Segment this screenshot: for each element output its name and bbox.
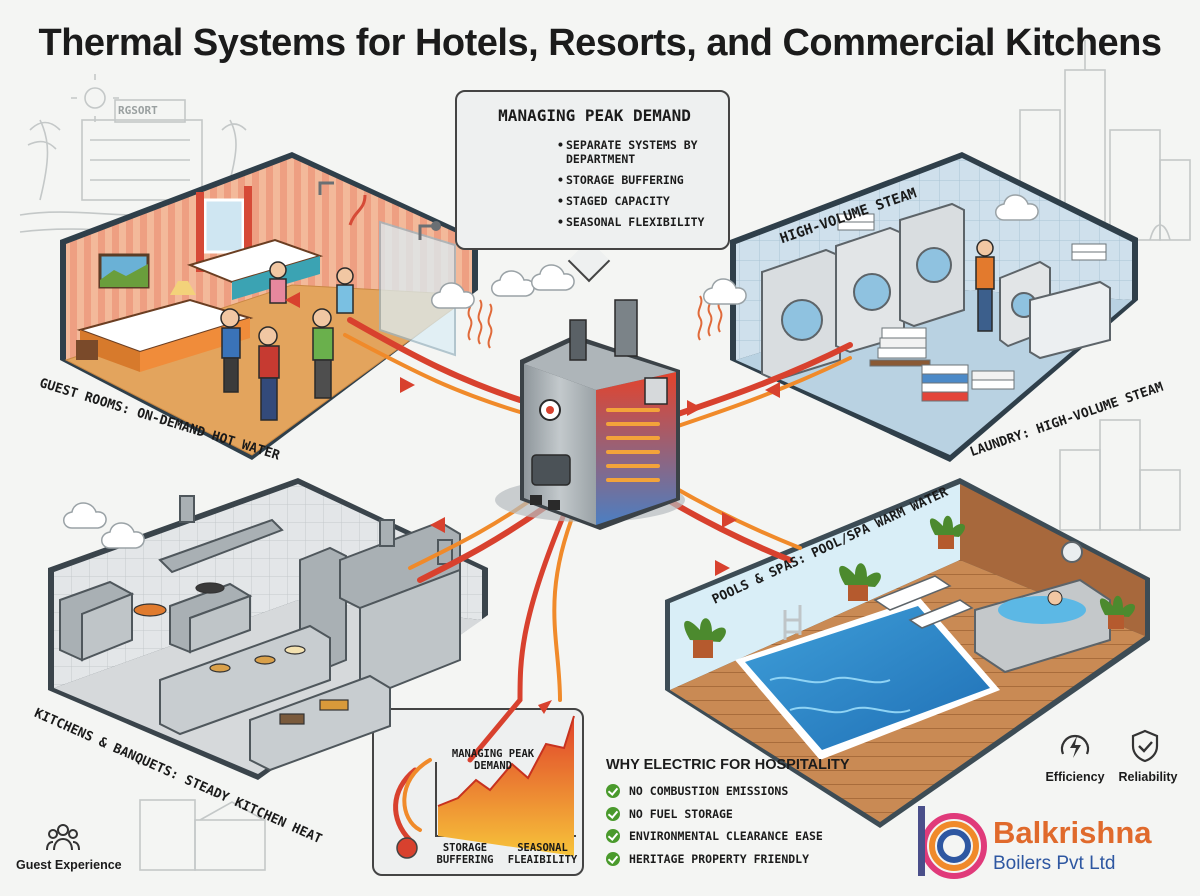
list-item: HERITAGE PROPERTY FRIENDLY [606,848,823,871]
list-item-text: ENVIRONMENTAL CLEARANCE EASE [629,829,823,844]
efficiency-label: Efficiency [1045,770,1105,784]
check-circle-icon [606,806,620,821]
brand-name: Balkrishna [993,815,1152,850]
peak-demand-title: MANAGING PEAK DEMAND [498,106,691,125]
inset-chart-label-right: SEASONAL FLEAIBILITY [507,842,578,866]
brand-subtitle: Boilers Pvt Ltd [993,853,1116,874]
lightning-gauge-icon [1060,734,1090,758]
list-item-text: HERITAGE PROPERTY FRIENDLY [629,851,810,866]
people-group-icon [46,824,80,851]
inset-chart-title: MANAGING PEAK DEMAND [451,748,535,772]
guest-experience-label: Guest Experience [16,858,122,872]
reliability-label: Reliability [1118,770,1178,784]
check-circle-icon [606,784,620,799]
peak-demand-callout: MANAGING PEAK DEMAND SEPARATE SYSTEMS BY… [455,90,730,250]
list-item: STAGED CAPACITY [557,194,727,208]
list-item: NO COMBUSTION EMISSIONS [606,780,823,803]
list-item: NO FUEL STORAGE [606,803,823,826]
list-item: SEASONAL FLEXIBILITY [557,215,727,229]
page-title: Thermal Systems for Hotels, Resorts, and… [38,22,1162,64]
inset-chart-label-left: STORAGE BUFFERING [436,842,494,866]
peak-demand-list: SEPARATE SYSTEMS BY DEPARTMENT STORAGE B… [557,138,727,236]
shield-check-icon [1131,729,1159,763]
resort-sign: RGSORT [118,104,158,117]
why-electric-list: NO COMBUSTION EMISSIONS NO FUEL STORAGE … [606,780,823,870]
list-item-text: NO COMBUSTION EMISSIONS [629,784,789,799]
list-item-text: NO FUEL STORAGE [629,806,733,821]
list-item: STORAGE BUFFERING [557,173,727,187]
list-item: SEPARATE SYSTEMS BY DEPARTMENT [557,138,727,166]
why-electric-title: WHY ELECTRIC FOR HOSPITALITY [606,757,850,773]
check-circle-icon [606,829,620,844]
brand-logo [918,806,987,879]
check-circle-icon [606,851,620,866]
list-item: ENVIRONMENTAL CLEARANCE EASE [606,825,823,848]
